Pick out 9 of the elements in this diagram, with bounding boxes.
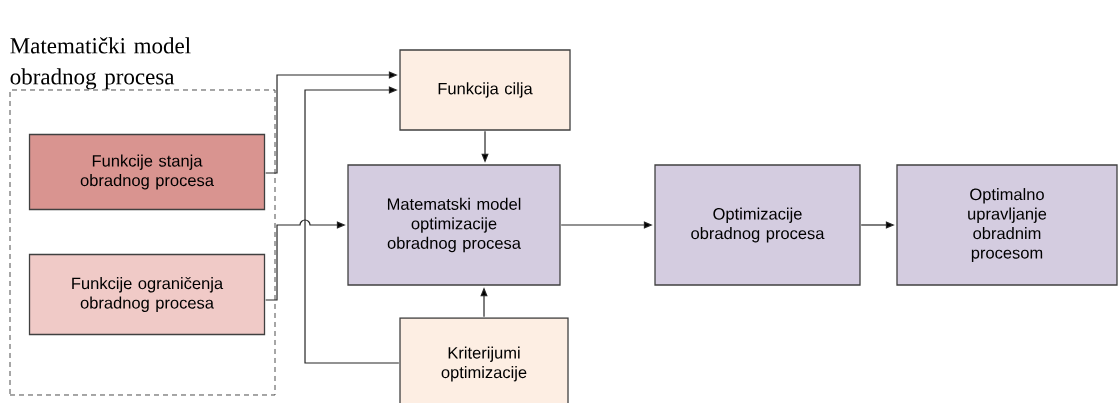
process-box: Funkcije ograničenja obradnog procesa [28,253,266,336]
process-box: Optimalno upravljanje obradnim procesom [896,164,1118,286]
process-box: Kriterijumi optimizacije [399,317,569,403]
process-box: Funkcija cilja [399,49,571,131]
process-box: Optimizacije obradnog procesa [654,164,861,286]
arrow [304,86,400,364]
group-heading: Matematički model obradnog procesa [10,37,191,90]
process-box: Matematski model optimizacije obradnog procesa [347,164,561,286]
process-box: Funkcije stanja obradnog procesa [28,133,266,211]
